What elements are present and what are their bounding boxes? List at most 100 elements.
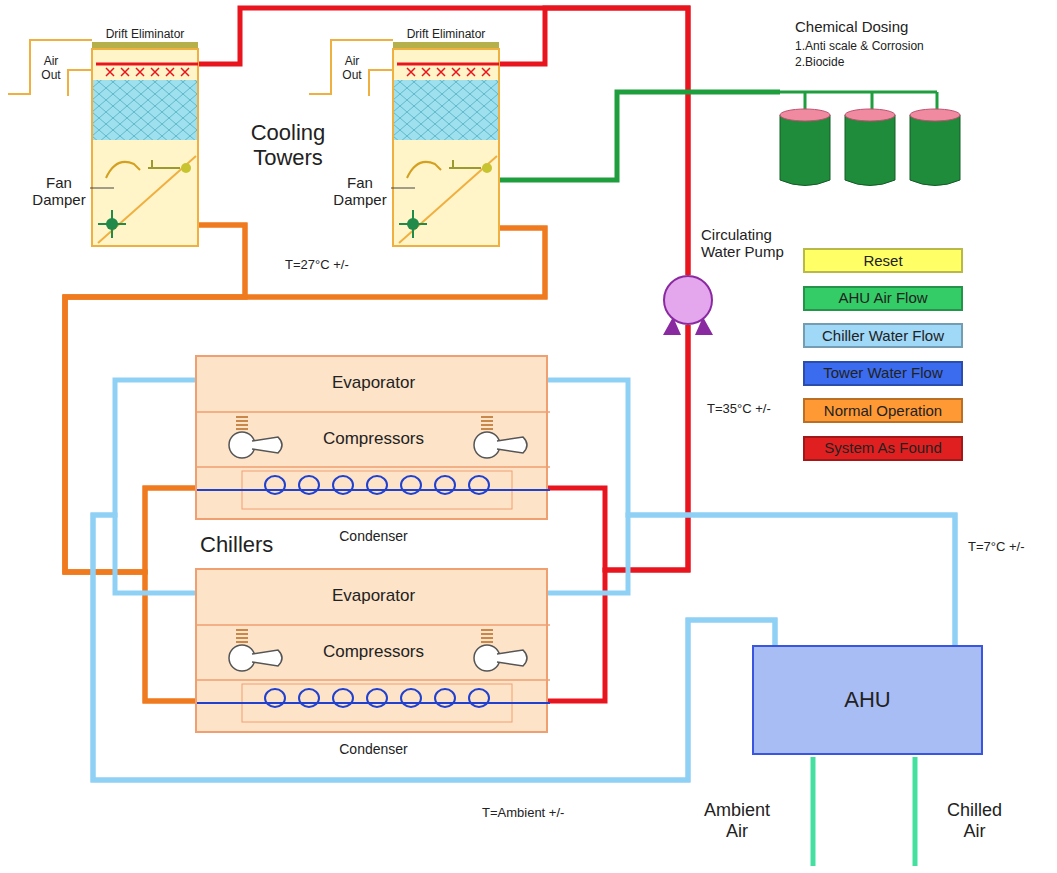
coil-loop	[435, 476, 455, 494]
coil-loop	[265, 689, 285, 707]
node-text: Evaporator	[197, 586, 550, 606]
chiller-unit: EvaporatorCompressorsCondenser	[195, 568, 548, 733]
compressor-outlet	[252, 650, 282, 666]
spray-nozzle	[482, 68, 490, 76]
fan-hub	[407, 218, 419, 230]
coil-loop	[401, 476, 421, 494]
compressor-outlet	[252, 437, 282, 453]
node-text: Drift Eliminator	[393, 28, 499, 42]
pipe	[93, 515, 775, 780]
legend-text: Tower Water Flow	[823, 364, 942, 381]
compressor-body	[474, 432, 500, 458]
node-text: Air Out	[337, 55, 367, 83]
cooling-tower: Drift EliminatorAir OutFan Damper	[92, 28, 198, 246]
compressor-body	[229, 645, 255, 671]
spray-nozzle	[121, 68, 129, 76]
temperature-note: T=27°C +/-	[283, 258, 351, 273]
chiller-unit: EvaporatorCompressorsCondenser	[195, 355, 548, 520]
legend-swatch: Chiller Water Flow	[803, 323, 963, 348]
fan-hub	[106, 218, 118, 230]
legend-text: Chiller Water Flow	[822, 327, 944, 344]
spray-nozzle	[181, 68, 189, 76]
pipe	[548, 515, 955, 645]
node-text: Fan Damper	[331, 174, 389, 209]
dosing-tank	[780, 115, 830, 186]
temperature-note: T=35°C +/-	[705, 402, 773, 417]
legend-text: AHU Air Flow	[838, 289, 927, 306]
damper-arm	[148, 160, 180, 168]
compressor-body	[474, 645, 500, 671]
air-label: Chilled Air	[935, 800, 1014, 841]
leader-line	[90, 188, 114, 189]
ambient-air-duct	[811, 757, 816, 866]
legend-swatch: Normal Operation	[803, 398, 963, 423]
spray-nozzle	[166, 68, 174, 76]
coil-loop	[333, 476, 353, 494]
chemical-dosing-tanks: Chemical Dosing1.Anti scale & Corrosion2…	[780, 15, 965, 190]
spray-nozzle	[452, 68, 460, 76]
compressor-outlet	[497, 650, 527, 666]
fill-media	[394, 80, 498, 140]
node-text: Evaporator	[197, 373, 550, 393]
air-outlet	[8, 40, 92, 96]
coil-loop	[299, 476, 319, 494]
tank-lid	[845, 109, 895, 121]
condenser-tube	[197, 489, 550, 491]
drawing-part	[8, 40, 198, 246]
compressor-coil	[481, 417, 493, 429]
drawing-part	[663, 276, 713, 335]
node-text: 2.Biocide	[795, 56, 844, 70]
legend-swatch: Tower Water Flow	[803, 361, 963, 386]
drawing-part	[197, 625, 550, 722]
pump-casing	[664, 276, 712, 324]
tower-drawing	[92, 28, 198, 246]
pump-drawing	[663, 275, 713, 325]
cooling-tower: Drift EliminatorAir OutFan Damper	[393, 28, 499, 246]
fill-media	[93, 80, 197, 140]
section-divider	[197, 625, 550, 680]
temperature-note: T=7°C +/-	[966, 540, 1027, 555]
spray-nozzle	[407, 68, 415, 76]
compressor-body	[229, 432, 255, 458]
legend-text: Reset	[863, 252, 902, 269]
dosing-tank	[845, 115, 895, 186]
spray-nozzle	[106, 68, 114, 76]
damper-arm	[449, 160, 481, 168]
air-outlet	[309, 40, 393, 96]
damper-pivot	[482, 163, 492, 173]
node-text: Condenser	[197, 741, 550, 757]
spray-header	[397, 63, 499, 66]
temperature-note: T=Ambient +/-	[480, 806, 566, 821]
drift-eliminator-bar	[92, 42, 198, 49]
condenser-tube	[197, 702, 550, 704]
spray-header	[96, 63, 198, 66]
compressor-outlet	[497, 437, 527, 453]
compressor-coil	[236, 630, 248, 642]
node-text: Drift Eliminator	[92, 28, 198, 42]
group-title: Chillers	[198, 532, 275, 557]
coil-loop	[265, 476, 285, 494]
pipe	[499, 92, 780, 180]
legend-text: System As Found	[824, 439, 942, 456]
spray-nozzle	[437, 68, 445, 76]
coil-loop	[367, 689, 387, 707]
dosing-line	[780, 92, 937, 110]
coil-loop	[469, 476, 489, 494]
coil-loop	[401, 689, 421, 707]
spray-nozzle	[467, 68, 475, 76]
legend-swatch: Reset	[803, 248, 963, 273]
coil-loop	[333, 689, 353, 707]
pipe	[548, 325, 688, 570]
tower-casing	[393, 49, 499, 246]
tower-drawing	[393, 28, 499, 246]
drawing-part	[780, 92, 960, 186]
pipe	[499, 8, 688, 275]
tank-lid	[780, 109, 830, 121]
damper-pivot	[181, 163, 191, 173]
compressor-coil	[481, 630, 493, 642]
node-text: AHU	[754, 687, 981, 712]
node-text: Circulating Water Pump	[701, 226, 806, 261]
node-text: Fan Damper	[30, 174, 88, 209]
